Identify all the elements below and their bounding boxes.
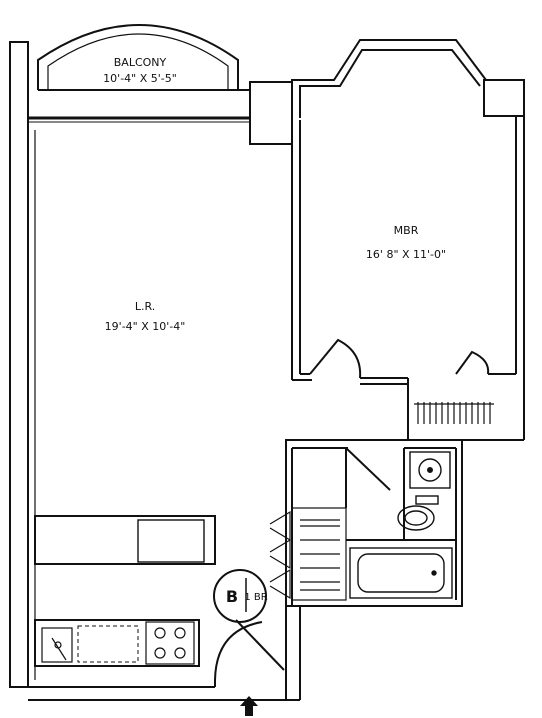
hall-closet: [269, 507, 347, 601]
dishwasher-icon: [77, 625, 139, 663]
living-room-dims: 19'-4" X 10'-4": [105, 320, 186, 333]
living-room-label: L.R.: [135, 300, 155, 313]
bathtub-icon: [349, 547, 453, 599]
living-room-walls: [9, 41, 300, 701]
unit-badge-type: 1 BR: [244, 592, 267, 603]
master-bedroom-label: MBR: [394, 224, 419, 237]
unit-badge-circle: [213, 569, 267, 623]
master-bedroom-walls: [291, 39, 525, 441]
entry-area: [214, 606, 301, 700]
kitchen-counter: [34, 515, 216, 667]
bathroom-walls: [285, 439, 463, 607]
balcony-label: BALCONY: [114, 56, 167, 69]
master-bedroom-dims: 16' 8" X 11'-0": [366, 248, 446, 261]
unit-badge-letter: B: [226, 587, 238, 606]
column-block: [483, 79, 525, 117]
entry-arrow-icon: [240, 696, 258, 716]
bedroom-closet: [414, 402, 494, 424]
column-block: [249, 81, 293, 145]
sink-icon: [409, 451, 451, 489]
toilet-icon: [397, 495, 439, 531]
kitchen-sink-icon: [41, 627, 73, 663]
balcony: [37, 24, 250, 91]
balcony-dims: 10'-4" X 5'-5": [103, 72, 177, 85]
stove-icon: [145, 621, 195, 665]
